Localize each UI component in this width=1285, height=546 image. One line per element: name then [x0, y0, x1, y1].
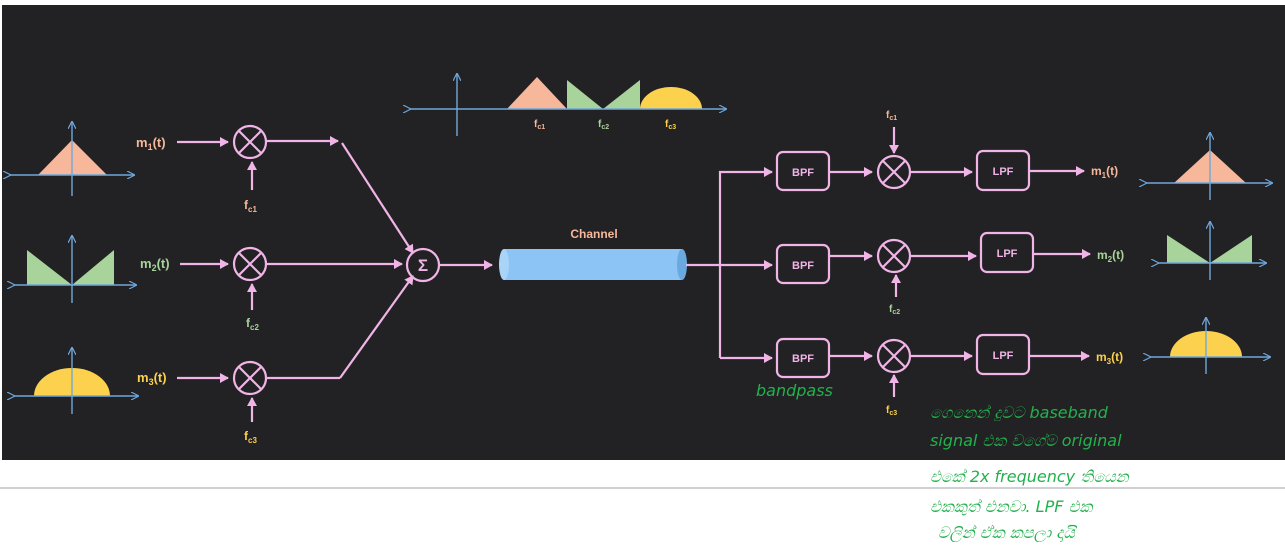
spectrum-multiplexed — [410, 74, 726, 136]
input-label-m2: m2(t) — [140, 256, 170, 273]
mixer-rx-2 — [876, 238, 912, 274]
note-line-3: එකේ 2x frequency තියෙන — [930, 467, 1130, 486]
spectrum-m1-input — [10, 122, 134, 196]
spectrum-label-fc2: fc2 — [598, 119, 609, 131]
bpf-block-1: BPF — [775, 150, 831, 192]
mixer-tx-2 — [232, 246, 268, 282]
mixer-rx-1 — [876, 154, 912, 190]
lpf-block-2: LPF — [979, 231, 1035, 274]
channel-cylinder — [499, 249, 687, 280]
spectrum-m3-output — [1150, 318, 1270, 374]
input-label-m1: m1(t) — [136, 135, 166, 152]
spectrum-m1-output — [1146, 133, 1272, 200]
note-line-4: එකකුත් එනවා. LPF එක — [930, 497, 1094, 516]
carrier-label-rx-3: fc3 — [886, 405, 897, 417]
page-separator — [0, 487, 1285, 489]
summer-node — [405, 247, 441, 283]
annotation-note: ගෙනෙන් දුවට baseband signal එක වගේම orig… — [930, 403, 1130, 543]
spectrum-m2-output — [1158, 222, 1266, 280]
rx-branch-1 — [718, 167, 773, 358]
arrow-to-summer-3 — [339, 275, 414, 379]
annotation-bandpass: bandpass — [756, 381, 833, 400]
summer-symbol: Σ — [418, 256, 428, 275]
input-label-m3: m3(t) — [137, 370, 167, 387]
channel-label: Channel — [570, 227, 617, 241]
note-line-1: ගෙනෙන් දුවට baseband — [930, 403, 1109, 422]
spectrum-label-fc1: fc1 — [534, 119, 545, 131]
lpf-label-2: LPF — [997, 248, 1018, 260]
note-line-2: signal එක වගේම original — [930, 431, 1122, 450]
diagram-slide — [2, 5, 1285, 460]
lpf-block-1: LPF — [975, 149, 1031, 192]
spectrum-m2-input — [14, 236, 136, 303]
mixer-rx-3 — [876, 338, 912, 374]
output-label-m3: m3(t) — [1096, 350, 1123, 366]
lpf-label-1: LPF — [993, 166, 1014, 178]
bpf-block-3: BPF — [775, 337, 831, 379]
carrier-label-tx-3: fc3 — [244, 429, 257, 445]
carrier-label-rx-2: fc2 — [889, 304, 900, 316]
carrier-label-tx-1: fc1 — [244, 198, 257, 214]
bpf-label-2: BPF — [792, 260, 814, 272]
mixer-tx-3 — [232, 360, 268, 396]
output-label-m2: m2(t) — [1097, 248, 1124, 264]
spectrum-label-fc3: fc3 — [665, 119, 676, 131]
carrier-label-tx-2: fc2 — [246, 316, 259, 332]
bpf-label-1: BPF — [792, 167, 814, 179]
bpf-label-3: BPF — [792, 353, 814, 365]
arrow-to-summer-1 — [341, 142, 414, 254]
spectrum-m3-input — [14, 348, 138, 414]
mixer-tx-1 — [232, 124, 268, 160]
lpf-block-3: LPF — [975, 333, 1031, 376]
output-label-m1: m1(t) — [1091, 164, 1118, 180]
bpf-block-2: BPF — [775, 243, 831, 285]
note-line-5: වලින් ඒක කපලා දායි — [938, 523, 1077, 543]
carrier-label-rx-1: fc1 — [886, 110, 897, 122]
lpf-label-3: LPF — [993, 350, 1014, 362]
